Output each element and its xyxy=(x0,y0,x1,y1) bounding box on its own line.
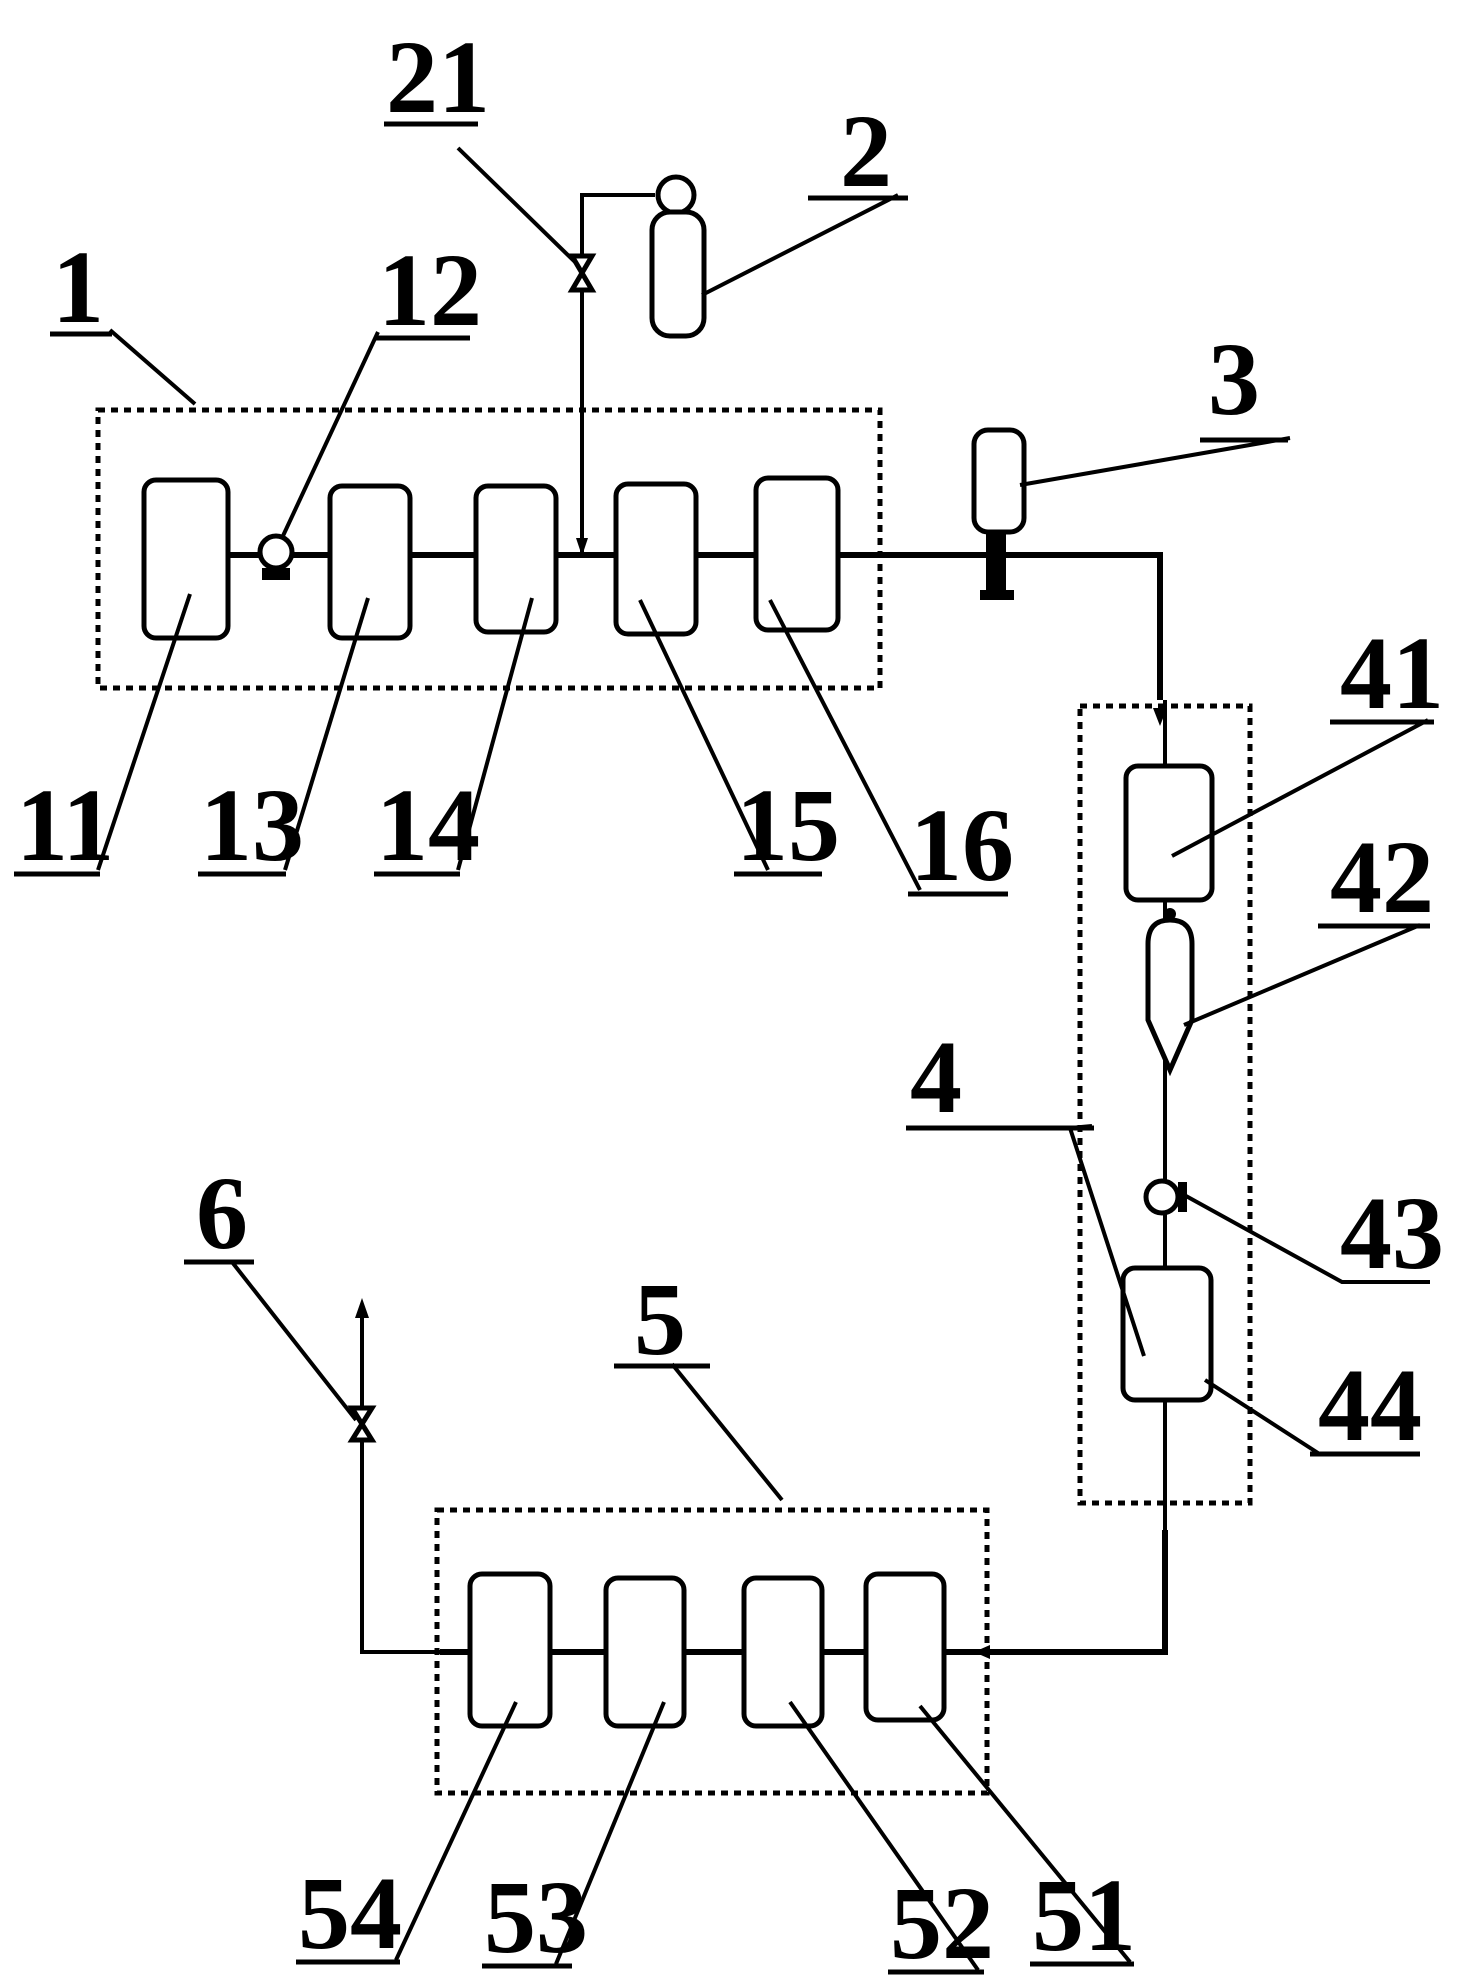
label-12: 12 xyxy=(378,233,482,348)
label-43: 43 xyxy=(1340,1176,1444,1291)
valve-21 xyxy=(567,253,597,293)
labels: 1 21 12 2 3 11 13 14 15 16 41 42 4 43 44… xyxy=(14,20,1444,1981)
label-13: 13 xyxy=(200,768,304,883)
vessel-52 xyxy=(741,1575,825,1729)
pump-43 xyxy=(1143,1178,1187,1216)
unit-5-frame xyxy=(434,1507,990,1796)
arrow-into-main xyxy=(576,538,588,556)
unit-1-frame xyxy=(95,407,883,691)
vessel-44 xyxy=(1120,1265,1214,1403)
label-16: 16 xyxy=(910,788,1014,903)
label-11: 11 xyxy=(16,768,114,883)
device-3 xyxy=(971,427,1027,600)
label-14: 14 xyxy=(376,768,480,883)
gas-tank-2 xyxy=(649,174,707,339)
vessel-54 xyxy=(467,1571,553,1729)
pipe-gas-feed xyxy=(580,193,655,555)
arrow-into-unit-4 xyxy=(1153,708,1167,726)
vessel-16 xyxy=(753,475,841,633)
label-54: 54 xyxy=(298,1856,402,1971)
label-41: 41 xyxy=(1340,616,1444,731)
label-4: 4 xyxy=(910,1020,962,1135)
label-51: 51 xyxy=(1032,1858,1136,1973)
leader-lines xyxy=(96,146,1430,1972)
label-5: 5 xyxy=(634,1262,686,1377)
valve-6 xyxy=(347,1405,377,1443)
label-1: 1 xyxy=(52,230,104,345)
label-6: 6 xyxy=(196,1156,248,1271)
vessel-53 xyxy=(603,1575,687,1729)
label-44: 44 xyxy=(1318,1348,1422,1463)
label-52: 52 xyxy=(890,1866,994,1979)
label-2: 2 xyxy=(840,94,892,209)
vessel-51 xyxy=(863,1571,947,1723)
pipe-4-to-5 xyxy=(980,1530,1168,1655)
separator-42 xyxy=(1145,908,1195,1077)
label-3: 3 xyxy=(1208,322,1260,437)
label-15: 15 xyxy=(736,768,840,883)
pipe-3-to-4 xyxy=(1000,552,1163,700)
flow-arrows xyxy=(355,538,1167,1659)
vessel-15 xyxy=(613,481,699,637)
vessel-11 xyxy=(141,477,231,641)
vessel-14 xyxy=(473,483,559,635)
label-42: 42 xyxy=(1330,820,1434,935)
vessel-41 xyxy=(1123,763,1215,903)
pump-12 xyxy=(257,533,295,580)
arrow-vent-up xyxy=(355,1298,369,1318)
vessel-13 xyxy=(327,483,413,641)
label-21: 21 xyxy=(386,20,490,135)
label-53: 53 xyxy=(484,1860,588,1975)
pipe-outlet xyxy=(360,1430,440,1654)
unit-4-frame xyxy=(1077,703,1253,1506)
